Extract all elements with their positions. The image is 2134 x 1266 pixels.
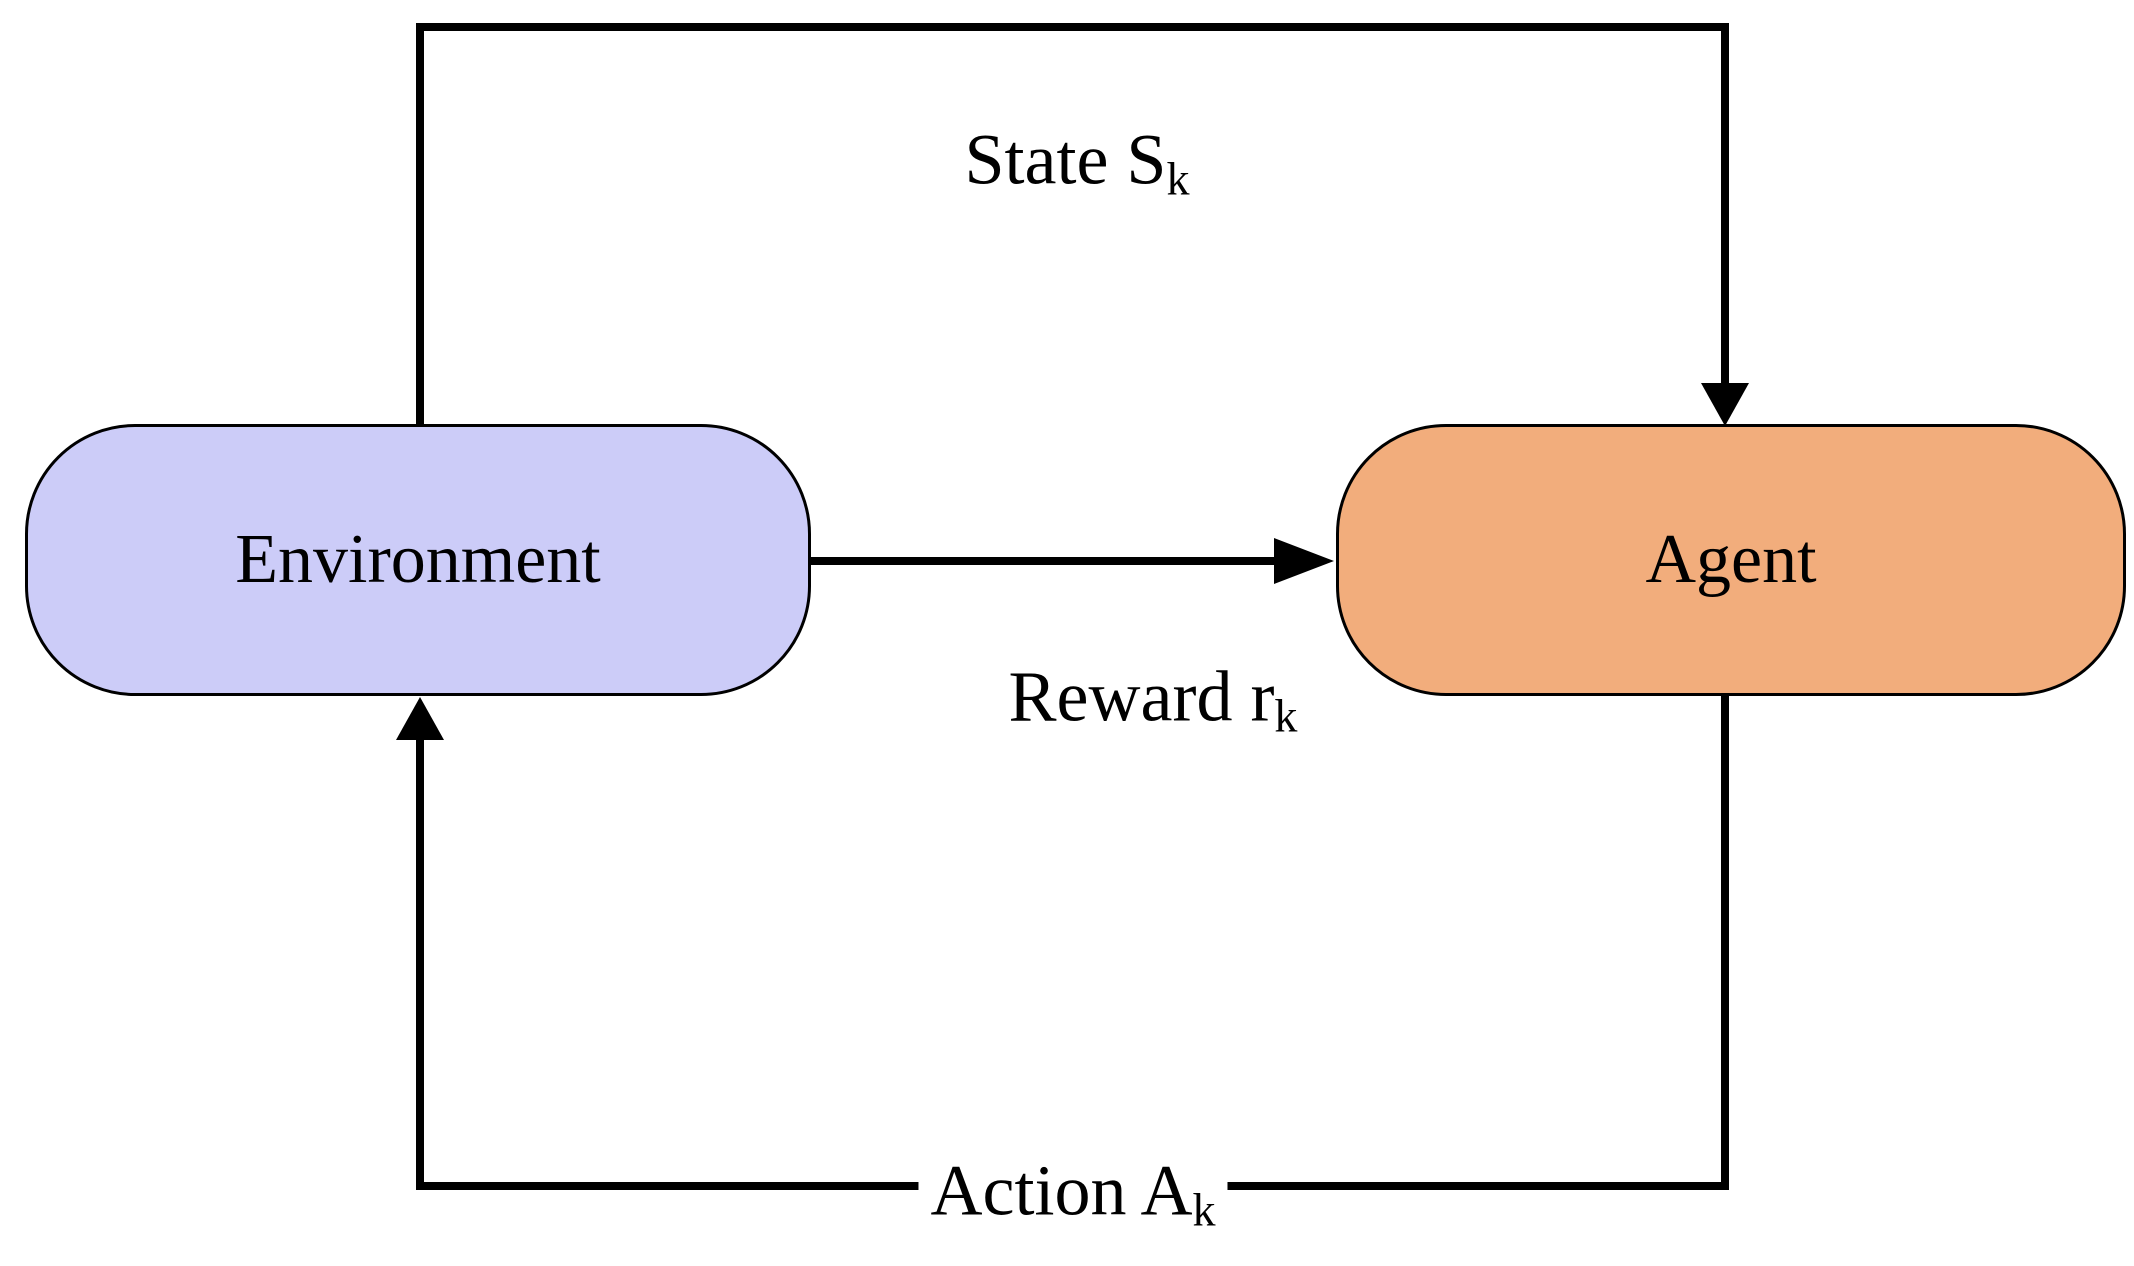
state-edge-label-text: State S [964,119,1167,200]
arrowhead-down-icon [1701,383,1749,426]
action-edge-label-subscript: k [1192,1184,1216,1236]
state-edge-segment-down [1721,23,1729,385]
reward-edge-label-subscript: k [1274,690,1298,742]
arrowhead-up-icon [396,697,444,740]
reward-edge-label-text: Reward r [1008,656,1275,737]
action-edge-segment-down [1721,694,1729,1190]
state-edge-label-subscript: k [1166,153,1190,205]
arrowhead-right-icon [1274,538,1334,584]
action-edge-label: Action Ak [918,1154,1228,1236]
action-edge-label-text: Action A [930,1150,1193,1231]
reward-edge-label: Reward rk [1009,660,1298,739]
agent-node-label: Agent [1645,521,1817,598]
action-edge-segment-up [416,738,424,1190]
reward-edge-segment [806,557,1276,565]
environment-node: Environment [25,424,811,696]
state-edge-label: State Sk [964,123,1189,202]
agent-node: Agent [1336,424,2126,696]
environment-node-label: Environment [235,521,601,598]
state-edge-segment-up [416,23,424,425]
state-edge-segment-top [416,23,1729,31]
